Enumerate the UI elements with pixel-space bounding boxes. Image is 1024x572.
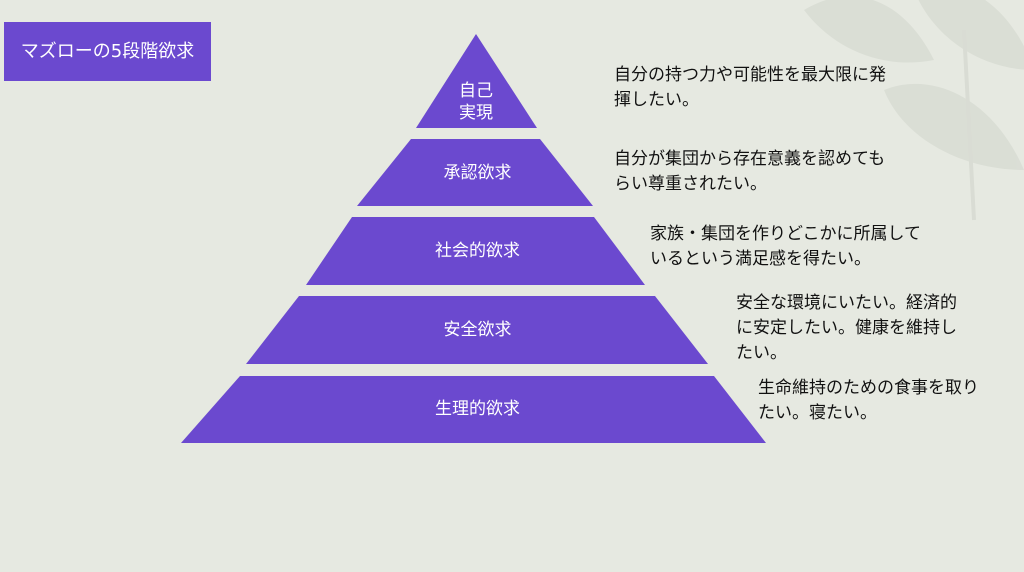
pyramid-level-1-self-actualization [416,34,537,128]
level-label-social: 社会的欲求 [435,241,520,261]
slide-title: マズローの5段階欲求 [4,22,211,81]
description-self-actualization: 自分の持つ力や可能性を最大限に発 揮したい。 [614,65,886,110]
level-label-esteem: 承認欲求 [443,163,512,183]
description-physiological: 生命維持のための食事を取り たい。寝たい。 [758,378,979,423]
level-label-safety: 安全欲求 [443,320,512,340]
pyramid-level-5-physiological [181,376,766,443]
level-label-physiological: 生理的欲求 [435,399,520,419]
pyramid-level-3-social [306,217,645,285]
description-safety: 安全な環境にいたい。経済的 に安定したい。健康を維持し たい。 [736,293,957,363]
pyramid-level-2-esteem [357,139,593,206]
description-social: 家族・集団を作りどこかに所属して いるという満足感を得たい。 [650,224,921,269]
pyramid-level-4-safety [246,296,708,364]
level-label-self-actualization: 自己 実現 [459,81,493,123]
description-esteem: 自分が集団から存在意義を認めても らい尊重されたい。 [614,149,886,194]
